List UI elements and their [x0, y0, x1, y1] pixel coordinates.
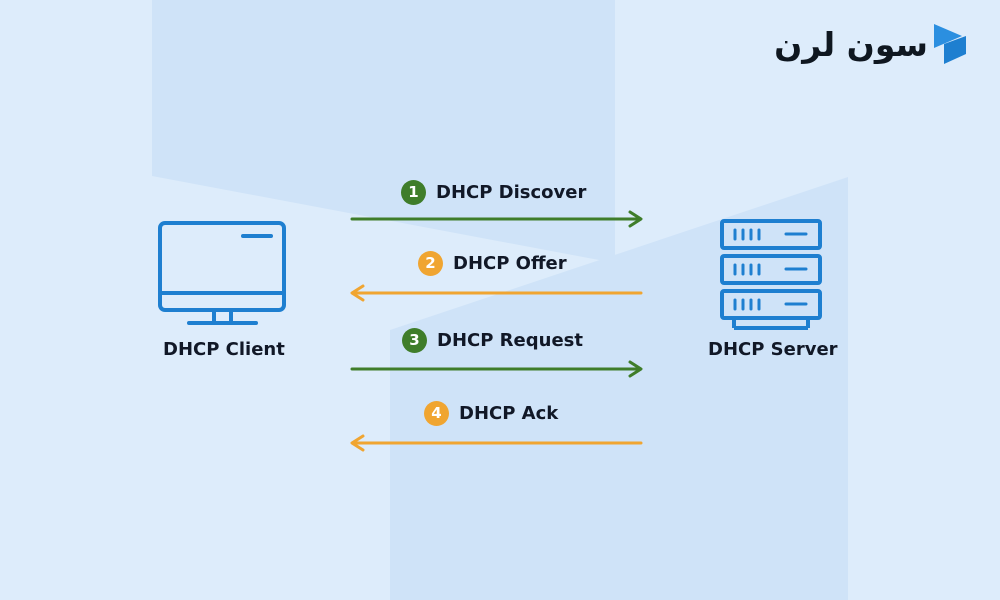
arrow-request	[350, 360, 643, 378]
background-panel-upper	[152, 0, 615, 263]
client-label: DHCP Client	[163, 339, 285, 360]
step-label: DHCP Discover	[436, 181, 587, 203]
step-number-badge: 2	[418, 250, 443, 276]
step-number-badge: 1	[401, 179, 426, 205]
arrow-offer	[350, 284, 643, 302]
step-label: DHCP Ack	[459, 402, 559, 424]
step-number-badge: 4	[424, 400, 449, 426]
monitor-icon	[158, 221, 286, 325]
step-request: 3 DHCP Request	[402, 326, 583, 354]
server-label: DHCP Server	[708, 339, 838, 360]
background-panel-lower	[390, 177, 848, 600]
step-label: DHCP Offer	[453, 252, 567, 274]
step-discover: 1 DHCP Discover	[401, 178, 586, 206]
arrow-ack	[350, 434, 643, 452]
server-rack-icon	[720, 219, 822, 330]
logo-mark-icon	[934, 24, 966, 64]
step-offer: 2 DHCP Offer	[418, 249, 567, 277]
step-number-badge: 3	[402, 327, 427, 353]
step-label: DHCP Request	[437, 329, 583, 351]
brand-logo-text: سون لرن	[774, 25, 928, 64]
arrow-discover	[350, 210, 643, 228]
step-ack: 4 DHCP Ack	[424, 399, 558, 427]
